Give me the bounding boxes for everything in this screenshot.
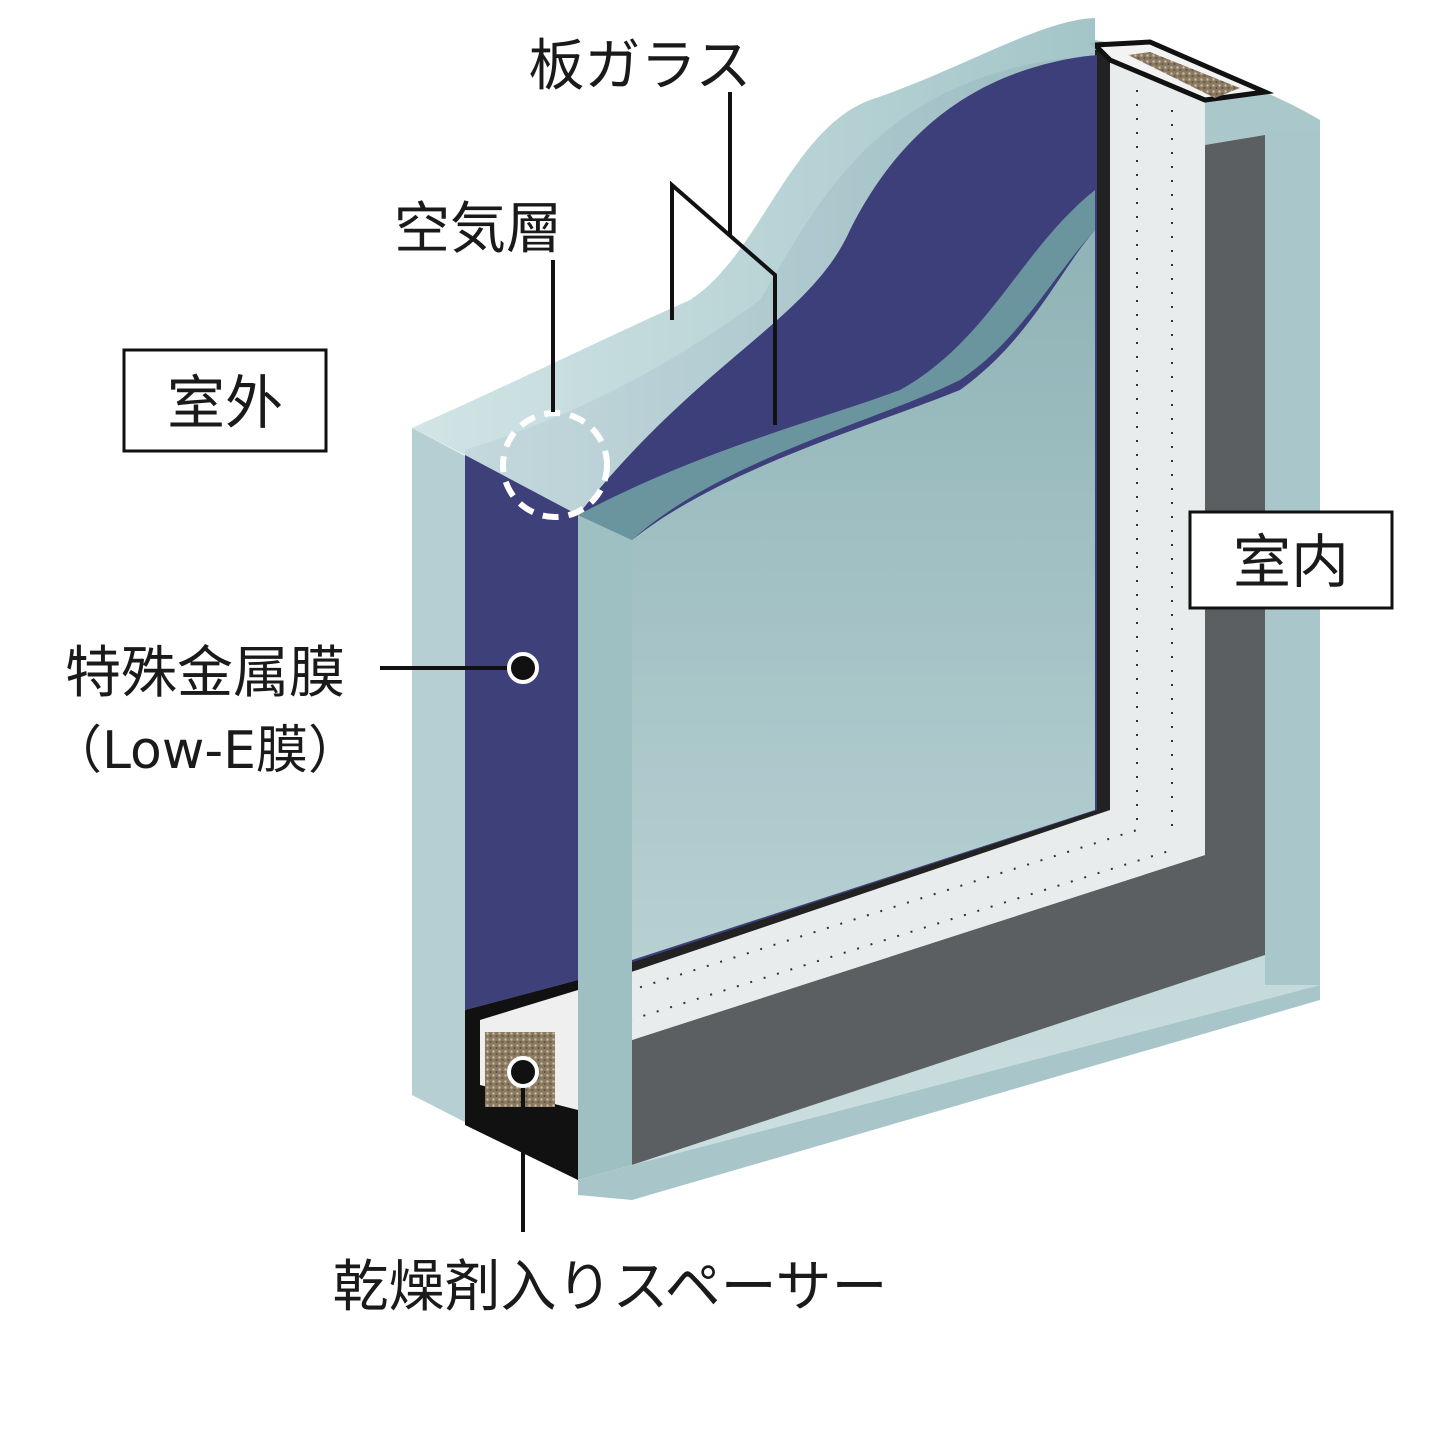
air-layer-marker	[500, 410, 610, 520]
spacer-label: 乾燥剤入りスペーサー	[333, 1255, 888, 1320]
sheet-glass-label: 板ガラス	[529, 34, 752, 99]
metal-film-label: 特殊金属膜	[65, 641, 345, 706]
front-glass-pane	[412, 18, 1320, 1200]
spacer-frame	[578, 39, 1275, 1165]
desiccant-top	[1128, 52, 1240, 98]
outdoor-label: 室外	[167, 369, 283, 437]
metal-film-marker-dot	[507, 652, 539, 684]
air-layer-label: 空気層	[394, 197, 562, 262]
leader-sheet-glass	[670, 180, 777, 425]
spacer-dotted-line-bottom	[599, 829, 1138, 1001]
outdoor-label-box: 室外	[122, 348, 328, 453]
indoor-label-box: 室内	[1188, 510, 1394, 610]
low-e-film-label: （Low-E膜）	[50, 721, 360, 781]
leader-lines	[380, 92, 777, 1232]
spacer-marker-dot	[507, 1056, 539, 1088]
indoor-label: 室内	[1233, 528, 1349, 596]
